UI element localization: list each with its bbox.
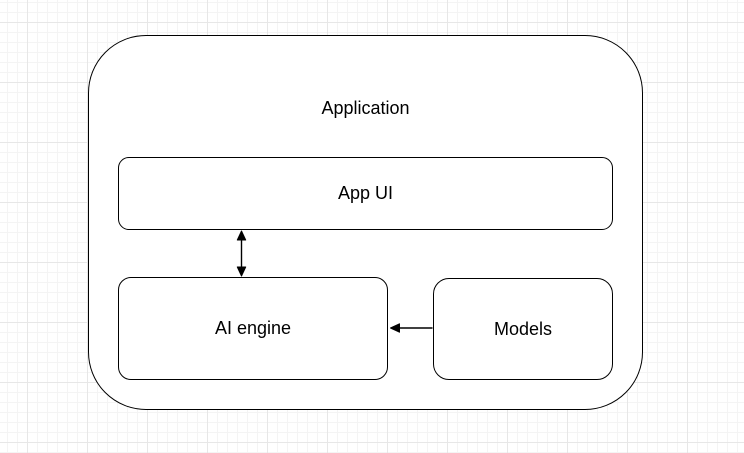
node-ai-engine[interactable]: AI engine bbox=[118, 277, 388, 380]
node-app-ui-label: App UI bbox=[337, 183, 394, 203]
node-app-ui[interactable]: App UI bbox=[118, 157, 613, 230]
node-models[interactable]: Models bbox=[433, 278, 613, 380]
node-application-label: Application bbox=[321, 98, 410, 118]
node-models-label: Models bbox=[493, 318, 553, 339]
node-ai-engine-label: AI engine bbox=[214, 318, 292, 338]
